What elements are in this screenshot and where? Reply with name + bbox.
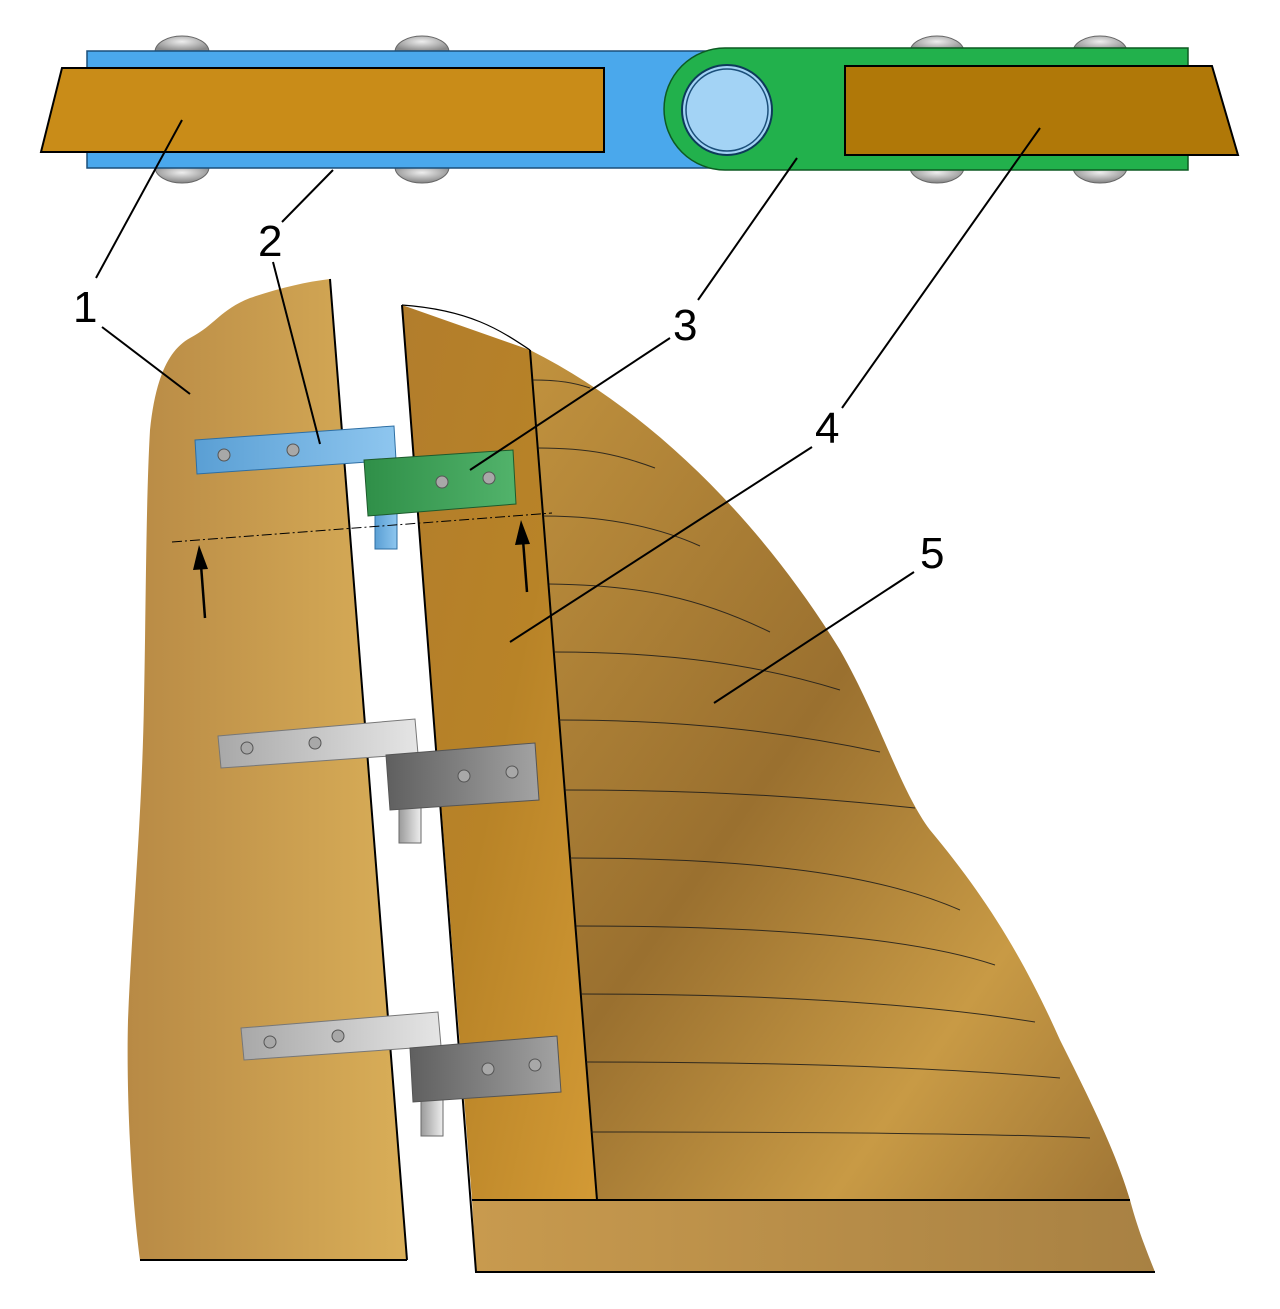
sternpost-part-1 bbox=[127, 279, 407, 1260]
plank-left-top bbox=[39, 67, 605, 153]
callout-3: 3 bbox=[673, 301, 697, 350]
callout-2: 2 bbox=[258, 217, 282, 266]
pintle-pin-top bbox=[681, 64, 773, 156]
section-arrow-right bbox=[521, 539, 529, 593]
callout-5: 5 bbox=[920, 529, 944, 578]
hinge-grey-bottom bbox=[240, 1011, 562, 1137]
callout-1: 1 bbox=[73, 283, 97, 332]
section-arrow-left bbox=[199, 564, 207, 619]
rudder-elevation bbox=[127, 278, 1155, 1273]
blade-grain-lines bbox=[532, 379, 1091, 1139]
bolt-heads-bottom bbox=[154, 166, 1128, 184]
hinge-coloured bbox=[194, 425, 517, 550]
hinge-grey-middle bbox=[217, 718, 540, 844]
section-line bbox=[171, 512, 553, 619]
leader-lines bbox=[95, 119, 1041, 704]
callout-4: 4 bbox=[815, 404, 839, 453]
plank-right-top bbox=[844, 65, 1240, 156]
rudder-base-plank bbox=[472, 1200, 1155, 1272]
rudder-blade-part-5 bbox=[530, 350, 1130, 1200]
top-section-view bbox=[39, 35, 1240, 184]
bolt-heads-top bbox=[154, 35, 1128, 53]
callout-labels: 1 2 3 4 5 bbox=[73, 217, 944, 578]
